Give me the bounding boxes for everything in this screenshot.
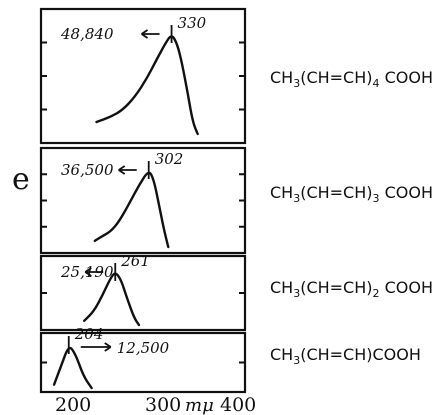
peak-epsilon-label: 36,500 xyxy=(61,161,114,179)
x-tick-label-200: 200 xyxy=(55,394,91,415)
formula-label: CH3(CH=CH)3 COOH xyxy=(270,183,433,205)
formula-label: CH3(CH=CH)4 COOH xyxy=(270,68,433,90)
formula-label: CH3(CH=CH)COOH xyxy=(270,345,421,367)
peak-epsilon-label: 12,500 xyxy=(117,339,170,357)
epsilon-arrowhead xyxy=(118,165,126,175)
x-unit-label: mμ xyxy=(185,395,214,415)
peak-wavelength-label: 204 xyxy=(74,325,104,343)
epsilon-arrowhead xyxy=(84,267,92,277)
epsilon-arrowhead xyxy=(141,29,149,39)
absorption-curve xyxy=(93,171,170,249)
peak-wavelength-label: 261 xyxy=(120,252,150,270)
x-tick-label-300: 300 xyxy=(145,394,181,415)
y-axis-label: e xyxy=(12,162,30,197)
absorption-curve xyxy=(95,35,199,136)
panel-4: 204 12,500 CH3(CH=CH)COOH xyxy=(39,325,421,394)
absorption-curve xyxy=(52,346,93,390)
x-axis: 200 300 mμ 400 xyxy=(55,394,256,415)
x-tick-label-400: 400 xyxy=(220,394,256,415)
peak-epsilon-label: 48,840 xyxy=(60,25,114,43)
absorption-curve xyxy=(83,272,141,327)
epsilon-arrowhead xyxy=(104,342,112,352)
peak-wavelength-label: 302 xyxy=(155,150,184,168)
formula-label: CH3(CH=CH)2 COOH xyxy=(270,278,433,300)
peak-wavelength-label: 330 xyxy=(178,14,207,32)
